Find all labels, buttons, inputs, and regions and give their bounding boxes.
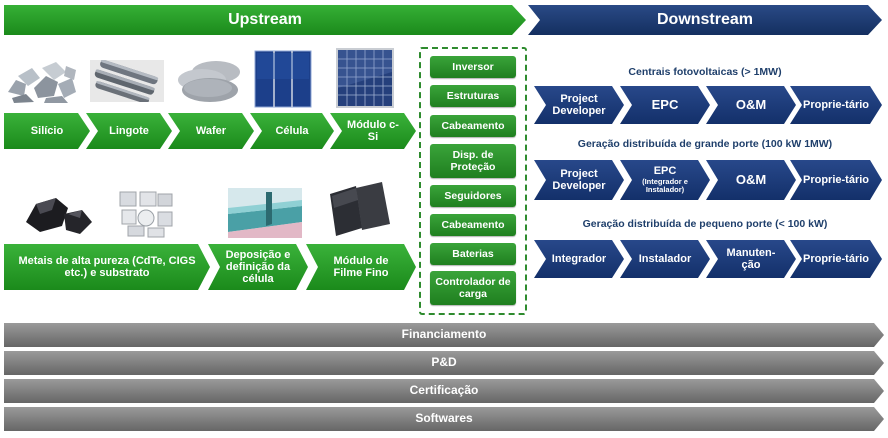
- cross-cutting-bar-2: P&D: [4, 351, 884, 375]
- dg-large-step-3: O&M: [706, 160, 796, 200]
- silicon-step-3: Wafer: [168, 113, 254, 149]
- epc-label: EPC: [653, 165, 677, 178]
- dg-large-step-1-label: Project Developer: [552, 167, 606, 192]
- dg-small-step-1: Integrador: [534, 240, 624, 278]
- downstream-title: Downstream: [656, 11, 754, 29]
- thin-film-step-1-label: Metais de alta pureza (CdTe, CIGS etc.) …: [18, 254, 196, 279]
- silicon-step-2: Lingote: [86, 113, 172, 149]
- component-7: Baterias: [430, 243, 516, 265]
- cross-cutting-label-4: Softwares: [415, 411, 473, 426]
- component-4: Disp. de Proteção: [430, 144, 516, 178]
- silicon-step-4: Célula: [250, 113, 334, 149]
- dg-large-step-2: EPC(Integrador e Instalador): [620, 160, 710, 200]
- dg-small-step-4-label: Proprie-tário: [802, 252, 869, 265]
- silicon-step-5-label: Módulo c-Si: [347, 118, 399, 143]
- cross-cutting-label-1: Financiamento: [401, 327, 487, 342]
- downstream-header: Downstream: [528, 5, 882, 35]
- large-plants-step-4-label: Proprie-tário: [802, 98, 869, 111]
- dg-large-step-1: Project Developer: [534, 160, 624, 200]
- dg-small-step-3: Manuten-ção: [706, 240, 796, 278]
- dg-large-step-4: Proprie-tário: [790, 160, 882, 200]
- upstream-header: Upstream: [4, 5, 526, 35]
- large-plants-step-2: EPC: [620, 86, 710, 124]
- dg-small-step-4: Proprie-tário: [790, 240, 882, 278]
- component-3: Cabeamento: [430, 115, 516, 137]
- dg-small-step-2: Instalador: [620, 240, 710, 278]
- component-1: Inversor: [430, 56, 516, 78]
- dg-large-step-3-label: O&M: [735, 171, 767, 187]
- large-plants-step-3: O&M: [706, 86, 796, 124]
- upstream-title: Upstream: [228, 11, 302, 29]
- solar-cell-icon: [254, 50, 312, 108]
- solar-module-icon: [336, 48, 394, 108]
- dg-large-title: Geração distribuída de grande porte (100…: [577, 138, 833, 150]
- thin-film-step-2-label: Deposição e definição da célula: [225, 248, 291, 286]
- dg-small-title: Geração distribuída de pequeno porte (< …: [582, 218, 828, 230]
- component-2: Estruturas: [430, 85, 516, 107]
- thin-film-module-icon: [330, 182, 390, 236]
- large-plants-step-2-label: EPC: [651, 96, 679, 112]
- thin-film-step-3: Módulo de Filme Fino: [306, 244, 416, 290]
- component-8: Controlador de carga: [430, 271, 516, 305]
- cross-cutting-bar-1: Financiamento: [4, 323, 884, 347]
- large-plants-step-3-label: O&M: [735, 96, 767, 112]
- cross-cutting-label-2: P&D: [431, 355, 457, 370]
- silicon-step-2-label: Lingote: [109, 124, 149, 137]
- dg-small-step-3-label: Manuten-ção: [726, 246, 776, 271]
- silicon-chunks-icon: [8, 62, 76, 103]
- components-group: [419, 47, 527, 315]
- metal-substrate-icon: [26, 198, 92, 234]
- cross-cutting-bar-4: Softwares: [4, 407, 884, 431]
- deposition-icon: [228, 188, 302, 238]
- component-5: Seguidores: [430, 185, 516, 207]
- silicon-step-1-label: Silício: [30, 124, 64, 137]
- silicon-step-3-label: Wafer: [195, 124, 227, 137]
- silicon-step-5: Módulo c-Si: [330, 113, 416, 149]
- dg-large-step-4-label: Proprie-tário: [802, 173, 869, 186]
- cross-cutting-bar-3: Certificação: [4, 379, 884, 403]
- dg-small-step-2-label: Instalador: [638, 252, 692, 265]
- large-plants-step-1-label: Project Developer: [552, 92, 606, 117]
- dg-large-step-2-label: EPC(Integrador e Instalador): [620, 160, 710, 200]
- dg-small-step-1-label: Integrador: [551, 252, 607, 265]
- large-plants-title: Centrais fotovoltaicas (> 1MW): [628, 66, 782, 78]
- silicon-step-4-label: Célula: [275, 124, 309, 137]
- thin-film-step-2: Deposição e definição da célula: [208, 244, 308, 290]
- large-plants-step-1: Project Developer: [534, 86, 624, 124]
- epc-note: (Integrador e Instalador): [642, 176, 688, 195]
- substrate-samples-icon: [119, 191, 173, 238]
- large-plants-step-4: Proprie-tário: [790, 86, 882, 124]
- thin-film-step-3-label: Módulo de Filme Fino: [333, 254, 389, 279]
- component-6: Cabeamento: [430, 214, 516, 236]
- thin-film-step-1: Metais de alta pureza (CdTe, CIGS etc.) …: [4, 244, 210, 290]
- cross-cutting-label-3: Certificação: [409, 383, 479, 398]
- wafer-icon: [178, 61, 240, 102]
- ingot-icon: [90, 60, 164, 102]
- silicon-step-1: Silício: [4, 113, 90, 149]
